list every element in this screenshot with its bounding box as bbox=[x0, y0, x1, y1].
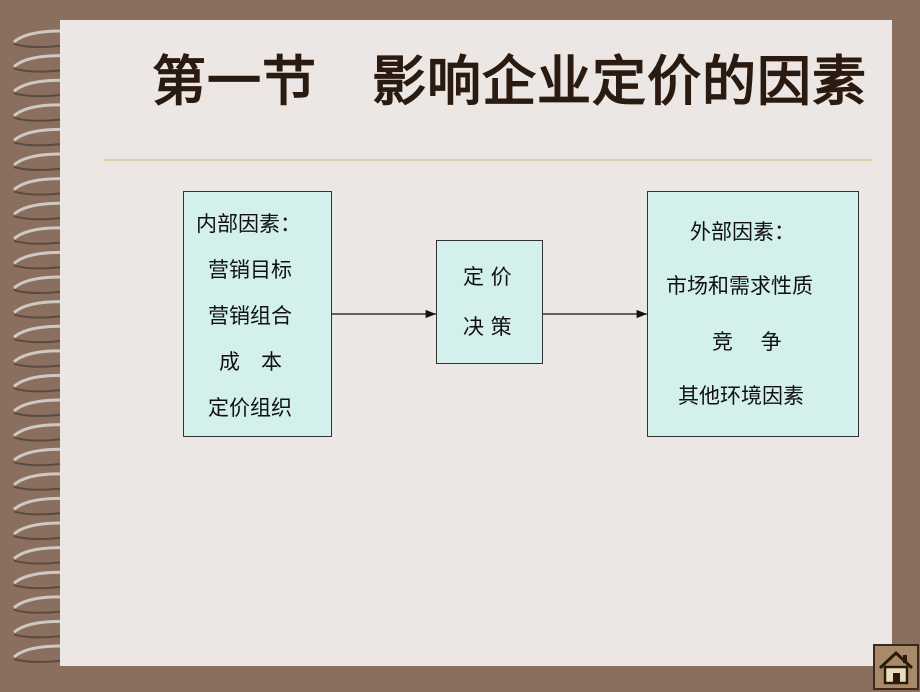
decision-line: 决 策 bbox=[463, 315, 512, 339]
internal-factors-heading: 内部因素： bbox=[196, 212, 301, 236]
internal-factors-box: 内部因素： 营销目标 营销组合 成 本 定价组织 bbox=[183, 191, 332, 437]
external-factor-item: 市场和需求性质 bbox=[666, 274, 813, 298]
internal-factor-item: 营销组合 bbox=[208, 304, 292, 328]
internal-factor-item: 定价组织 bbox=[208, 396, 292, 420]
decision-line: 定 价 bbox=[463, 265, 512, 289]
external-factors-box: 外部因素： 市场和需求性质 竞 争 其他环境因素 bbox=[647, 191, 859, 437]
external-factors-heading: 外部因素： bbox=[690, 220, 795, 244]
title-divider bbox=[104, 159, 872, 161]
pricing-decision-box: 定 价 决 策 bbox=[436, 240, 543, 364]
home-button[interactable] bbox=[873, 644, 919, 690]
home-icon bbox=[878, 650, 914, 685]
external-factor-item: 其他环境因素 bbox=[678, 384, 804, 408]
internal-factor-item: 营销目标 bbox=[208, 258, 292, 282]
slide-title: 第一节 影响企业定价的因素 bbox=[152, 49, 867, 113]
external-factor-item: 竞 争 bbox=[712, 330, 782, 354]
internal-factor-item: 成 本 bbox=[219, 350, 282, 374]
